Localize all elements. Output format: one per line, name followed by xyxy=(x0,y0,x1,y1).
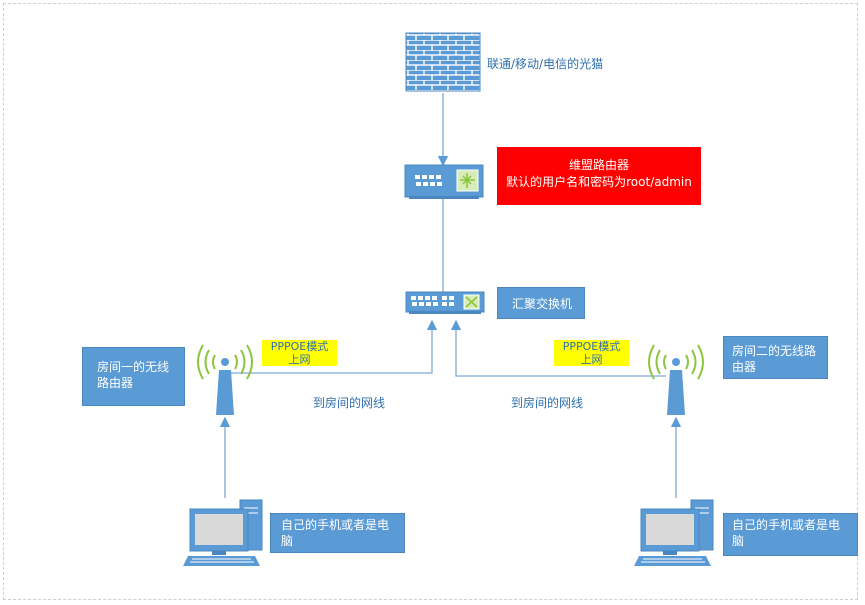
computer-icon xyxy=(634,499,714,566)
room1-pppoe-line2: 上网 xyxy=(288,353,311,366)
pc1-label-box: 自己的手机或者是电脑 xyxy=(270,513,405,553)
router-icon xyxy=(404,164,484,199)
pc1-label: 自己的手机或者是电脑 xyxy=(281,518,390,548)
wireless-ap-icon xyxy=(197,344,253,415)
room2-pppoe-line2: 上网 xyxy=(580,353,603,366)
canvas-border xyxy=(3,3,858,600)
main-router-title: 维盟路由器 xyxy=(568,158,629,172)
room2-pppoe-note: PPPOE模式 上网 xyxy=(554,340,629,366)
room1-uplink-line xyxy=(226,319,438,374)
room2-cable-label: 到房间的网线 xyxy=(511,396,584,410)
room1-pppoe-note: PPPOE模式 上网 xyxy=(262,340,337,366)
firewall-icon xyxy=(405,32,481,92)
room1-cable-label: 到房间的网线 xyxy=(313,396,386,410)
modem-label: 联通/移动/电信的光猫 xyxy=(487,57,604,71)
room2-pppoe-line1: PPPOE模式 xyxy=(562,340,621,353)
switch-label: 汇聚交换机 xyxy=(512,297,573,311)
room2-router-label: 房间二的无线路由器 xyxy=(732,344,817,374)
connectors xyxy=(219,93,682,498)
room1-router-label: 房间一的无线路由器 xyxy=(97,360,170,390)
room1-router-label-box: 房间一的无线路由器 xyxy=(82,347,185,406)
wireless-ap-icon xyxy=(648,344,704,415)
room2-router-label-box: 房间二的无线路由器 xyxy=(723,336,828,379)
switch-label-box: 汇聚交换机 xyxy=(497,287,585,319)
pc2-label: 自己的手机或者是电脑 xyxy=(732,518,841,548)
main-router-label-box: 维盟路由器 默认的用户名和密码为root/admin xyxy=(497,147,701,205)
main-router-credentials: 默认的用户名和密码为root/admin xyxy=(506,175,692,189)
switch-icon xyxy=(405,291,485,314)
room2-uplink-line xyxy=(450,319,666,377)
room1-pppoe-line1: PPPOE模式 xyxy=(270,340,329,353)
computer-icon xyxy=(183,499,263,566)
pc2-label-box: 自己的手机或者是电脑 xyxy=(723,513,858,556)
